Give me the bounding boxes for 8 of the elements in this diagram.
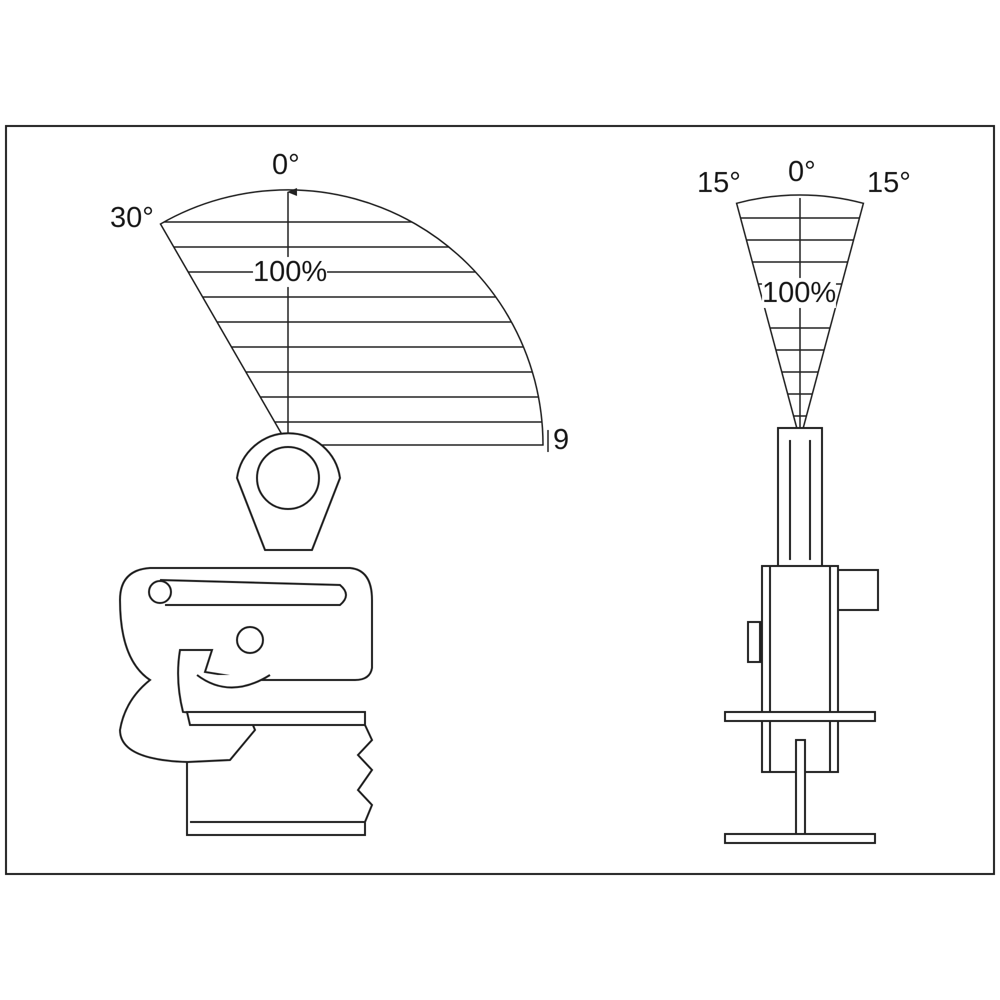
percentage-label: 100% xyxy=(253,257,328,287)
angle-label: 15° xyxy=(867,168,911,198)
angle-label: 9 xyxy=(553,425,570,455)
percentage-label: 100% xyxy=(762,278,836,308)
angle-label: 0° xyxy=(788,157,816,187)
angle-label: 15° xyxy=(697,168,741,198)
angle-label: 0° xyxy=(272,150,300,180)
angle-label: 30° xyxy=(110,203,154,233)
